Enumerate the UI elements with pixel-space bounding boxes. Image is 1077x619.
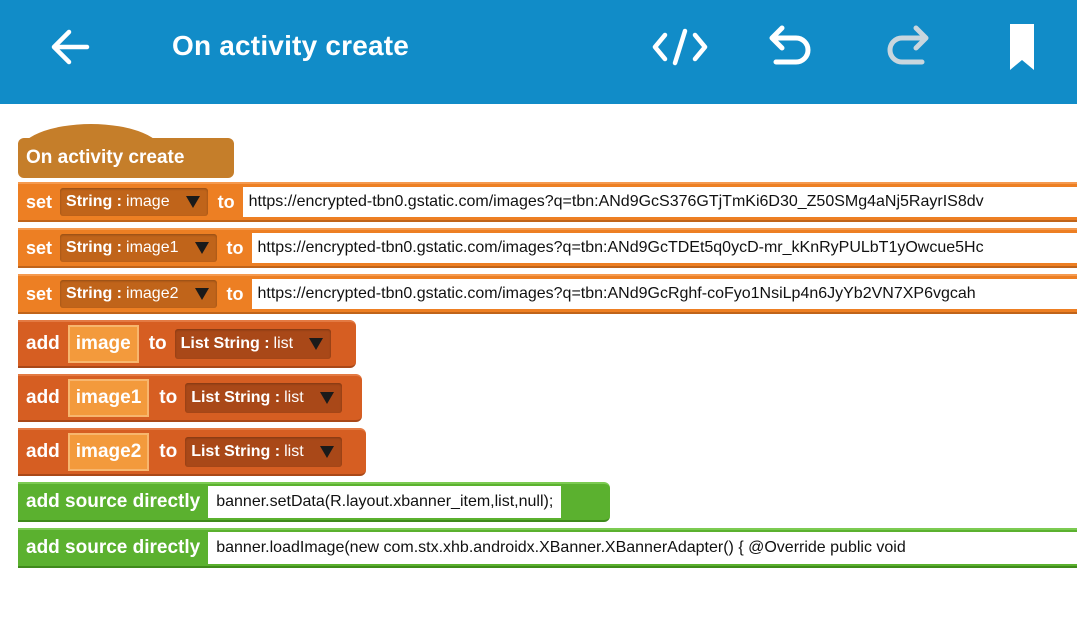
variable-dropdown[interactable]: String : image2 (60, 280, 217, 308)
to-keyword: to (159, 387, 178, 408)
list-dropdown[interactable]: List String : list (185, 437, 342, 467)
to-keyword: to (226, 283, 244, 304)
value-input[interactable]: https://encrypted-tbn0.gstatic.com/image… (251, 233, 1077, 263)
set-block-image[interactable]: set String : image to https://encrypted-… (18, 182, 1077, 222)
source-code-input[interactable]: banner.loadImage(new com.stx.xhb.android… (208, 532, 1077, 564)
block-canvas[interactable]: On activity create set String : image to… (0, 104, 1077, 619)
list-dropdown[interactable]: List String : list (185, 383, 342, 413)
item-variable[interactable]: image1 (67, 379, 150, 417)
item-variable[interactable]: image2 (67, 433, 150, 471)
source-block-set-data[interactable]: add source directly banner.setData(R.lay… (18, 482, 610, 522)
dropdown-triangle-icon (309, 338, 324, 350)
code-view-icon[interactable] (651, 22, 709, 72)
source-block-load-image[interactable]: add source directly banner.loadImage(new… (18, 528, 1077, 568)
set-keyword: set (26, 283, 53, 304)
to-keyword: to (148, 333, 167, 354)
dropdown-triangle-icon (194, 242, 209, 254)
bookmark-icon[interactable] (997, 22, 1047, 72)
event-block-on-activity-create[interactable]: On activity create (18, 138, 234, 178)
set-keyword: set (26, 237, 53, 258)
dropdown-triangle-icon (194, 288, 209, 300)
set-keyword: set (26, 191, 53, 212)
add-block-image2[interactable]: add image2 to List String : list (18, 428, 366, 476)
back-arrow-icon[interactable] (44, 22, 94, 72)
event-block-label: On activity create (26, 147, 185, 168)
value-input[interactable]: https://encrypted-tbn0.gstatic.com/image… (242, 187, 1077, 217)
add-block-image[interactable]: add image to List String : list (18, 320, 356, 368)
dropdown-triangle-icon (185, 196, 200, 208)
to-keyword: to (226, 237, 244, 258)
set-block-image1[interactable]: set String : image1 to https://encrypted… (18, 228, 1077, 268)
undo-icon[interactable] (766, 22, 816, 72)
variable-dropdown[interactable]: String : image1 (60, 234, 217, 262)
to-keyword: to (159, 441, 178, 462)
add-keyword: add (26, 441, 60, 462)
app-bar: On activity create (0, 0, 1077, 104)
list-dropdown[interactable]: List String : list (174, 329, 332, 359)
add-keyword: add (26, 387, 60, 408)
source-code-input[interactable]: banner.setData(R.layout.xbanner_item,lis… (208, 486, 562, 518)
dropdown-triangle-icon (319, 392, 334, 404)
source-block-label: add source directly (26, 491, 201, 512)
set-block-image2[interactable]: set String : image2 to https://encrypted… (18, 274, 1077, 314)
add-keyword: add (26, 333, 60, 354)
redo-icon[interactable] (882, 22, 932, 72)
variable-dropdown[interactable]: String : image (60, 188, 208, 216)
page-title: On activity create (172, 30, 410, 61)
source-block-label: add source directly (26, 537, 201, 558)
add-block-image1[interactable]: add image1 to List String : list (18, 374, 362, 422)
item-variable[interactable]: image (67, 325, 139, 363)
value-input[interactable]: https://encrypted-tbn0.gstatic.com/image… (251, 279, 1077, 309)
to-keyword: to (217, 191, 235, 212)
dropdown-triangle-icon (319, 446, 334, 458)
